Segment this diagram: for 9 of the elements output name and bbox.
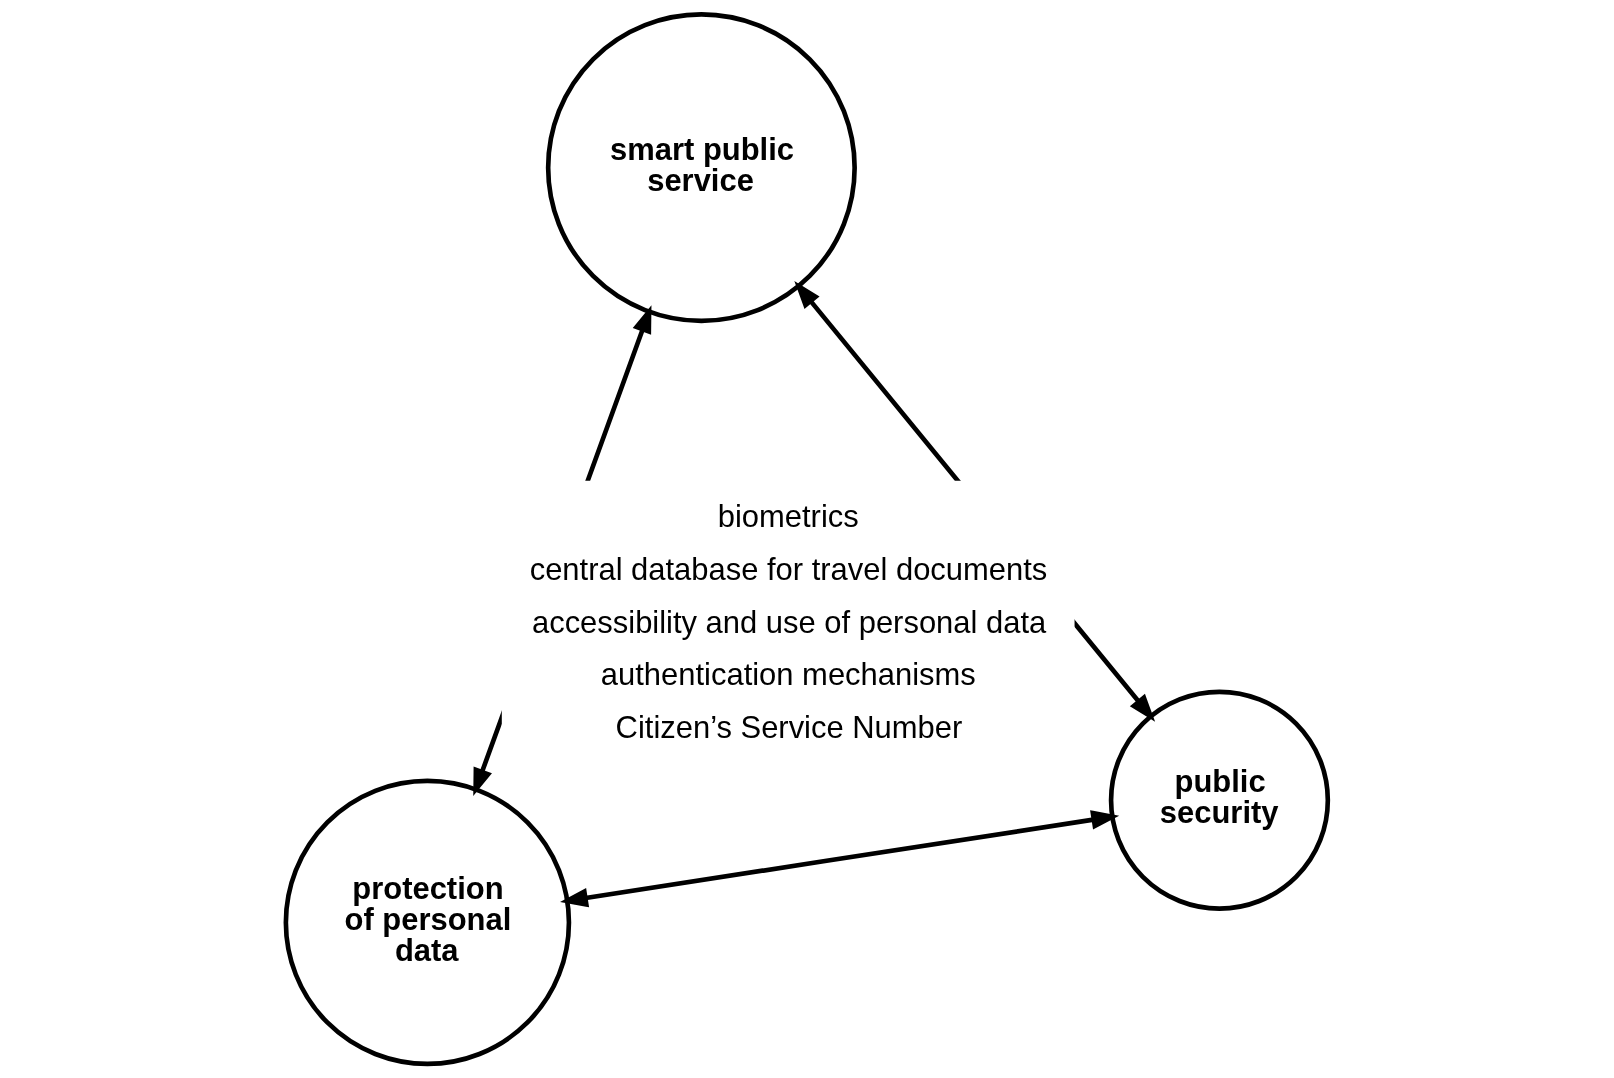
node-circle: smart public service (545, 12, 857, 324)
label: biometrics (717, 499, 859, 535)
label: central database for travel documents (529, 551, 1048, 587)
arrow (560, 810, 1120, 908)
node-circle: protection of personal data (283, 778, 572, 1067)
node-circle: public security (1108, 689, 1331, 911)
label: Citizen’s Service Number (615, 709, 963, 745)
label: accessibility and use of personal data (531, 604, 1047, 640)
label: authentication mechanisms (600, 657, 976, 693)
